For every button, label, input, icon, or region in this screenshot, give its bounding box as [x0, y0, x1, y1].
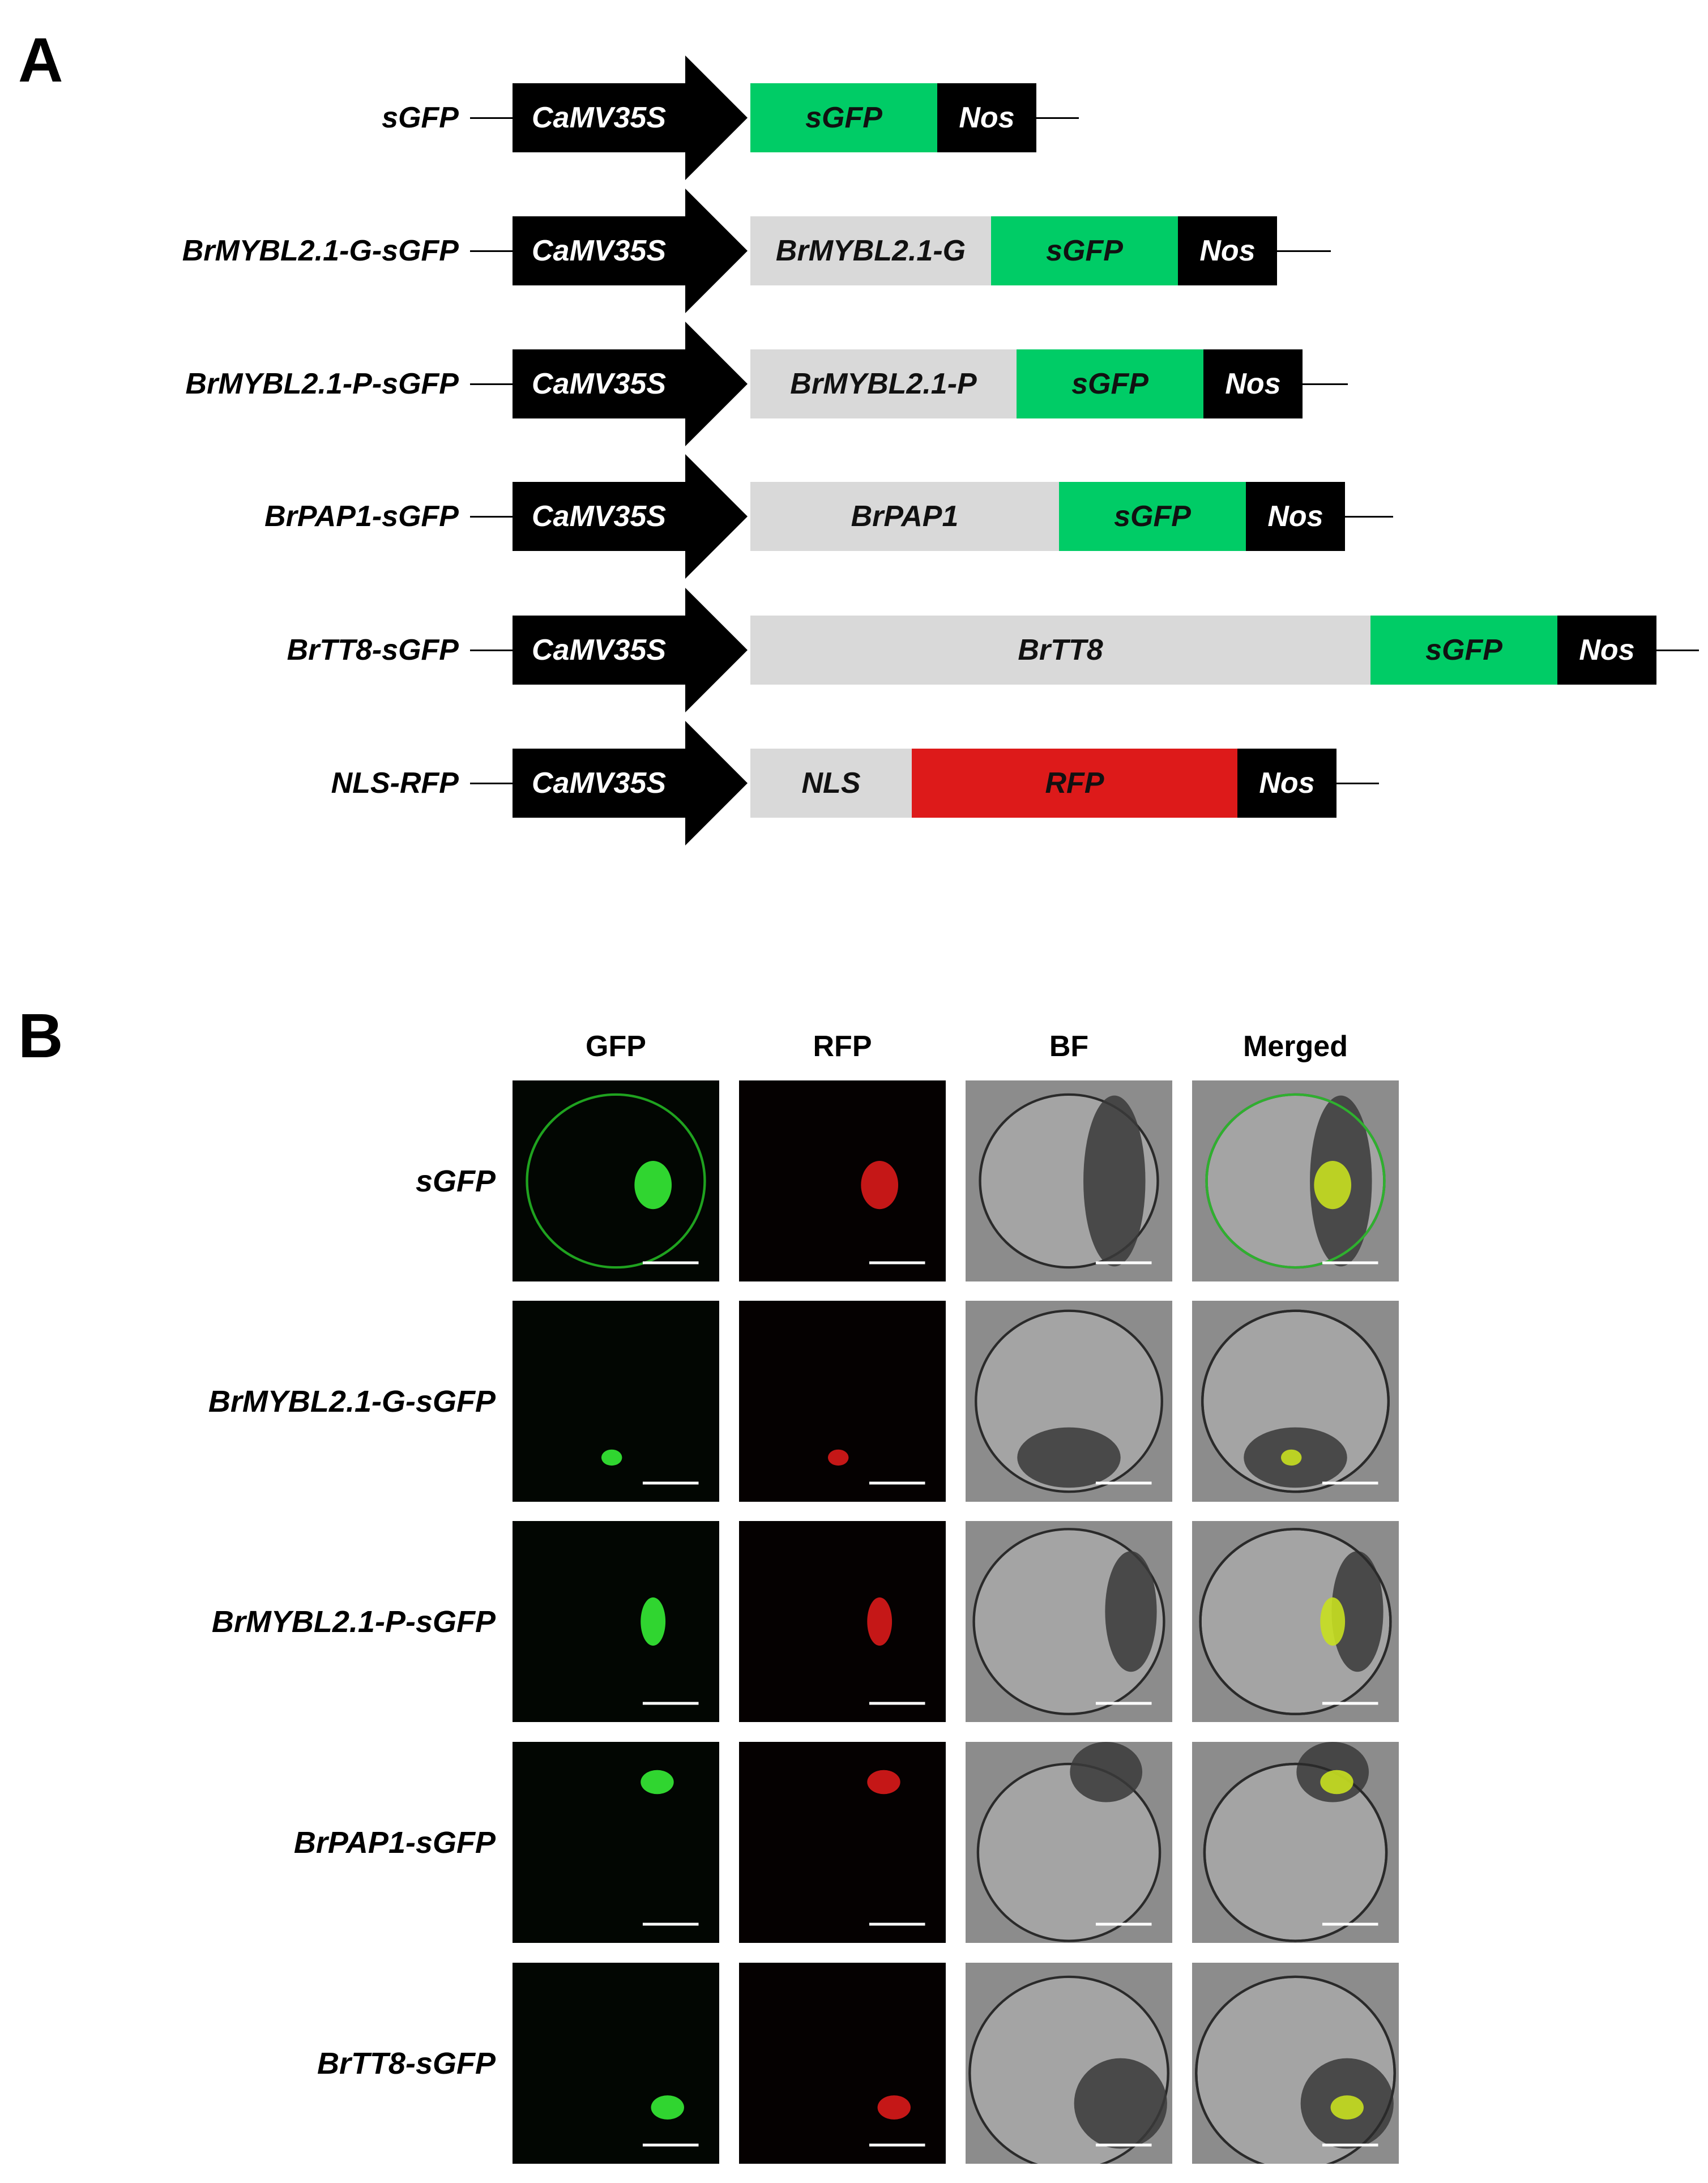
- gfp-micrograph-image: [513, 1301, 719, 1502]
- gene-box: BrTT8: [750, 616, 1370, 685]
- gfp-box: sGFP: [1059, 482, 1246, 551]
- merged-micrograph-image: [1192, 1080, 1399, 1281]
- gfp-box: sGFP: [1370, 616, 1557, 685]
- bf-micrograph-image: [966, 1963, 1172, 2164]
- rfp-micrograph-image: [739, 1521, 946, 1722]
- promoter-label: CaMV35S: [532, 101, 666, 134]
- terminator-box: Nos: [1246, 482, 1345, 551]
- promoter-label: CaMV35S: [532, 634, 666, 667]
- column-header: RFP: [813, 1030, 872, 1063]
- leader-line: [470, 117, 513, 119]
- gene-box: BrMYBL2.1-P: [750, 349, 1017, 418]
- tail-line: [1336, 783, 1379, 784]
- merged-micrograph: [1192, 1963, 1399, 2164]
- promoter-arrow: [513, 721, 748, 845]
- leader-line: [470, 516, 513, 518]
- bf-micrograph: [966, 1963, 1172, 2164]
- promoter-arrow: [513, 55, 748, 180]
- tail-line: [1656, 650, 1699, 651]
- terminator-box: Nos: [937, 83, 1036, 152]
- column-header: BF: [1049, 1030, 1089, 1063]
- bf-micrograph-image: [966, 1521, 1172, 1722]
- promoter-arrow: [513, 189, 748, 313]
- gene-box: BrMYBL2.1-G: [750, 216, 991, 285]
- bf-micrograph-image: [966, 1301, 1172, 1502]
- gfp-box: sGFP: [750, 83, 937, 152]
- gene-box: NLS: [750, 749, 912, 818]
- construct-name: BrMYBL2.1-G-sGFP: [182, 234, 459, 267]
- bf-micrograph-image: [966, 1742, 1172, 1943]
- bf-micrograph: [966, 1301, 1172, 1502]
- promoter-arrow: [513, 322, 748, 446]
- terminator-box: Nos: [1178, 216, 1277, 285]
- rfp-micrograph: [739, 1521, 946, 1722]
- gfp-micrograph: [513, 1301, 719, 1502]
- leader-line: [470, 650, 513, 651]
- gfp-micrograph: [513, 1521, 719, 1722]
- promoter-arrow: [513, 454, 748, 579]
- gfp-micrograph-image: [513, 1963, 719, 2164]
- rfp-micrograph-image: [739, 1963, 946, 2164]
- bf-micrograph-image: [966, 1080, 1172, 1281]
- bf-micrograph: [966, 1742, 1172, 1943]
- gfp-micrograph-image: [513, 1080, 719, 1281]
- row-label: sGFP: [415, 1164, 496, 1198]
- rfp-micrograph: [739, 1301, 946, 1502]
- gene-box: BrPAP1: [750, 482, 1059, 551]
- merged-micrograph-image: [1192, 1301, 1399, 1502]
- leader-line: [470, 383, 513, 385]
- leader-line: [470, 250, 513, 252]
- bf-micrograph: [966, 1521, 1172, 1722]
- rfp-box: RFP: [912, 749, 1237, 818]
- construct-name: sGFP: [382, 101, 459, 134]
- terminator-box: Nos: [1203, 349, 1303, 418]
- row-label: BrMYBL2.1-P-sGFP: [211, 1604, 496, 1639]
- gfp-micrograph: [513, 1080, 719, 1281]
- gfp-micrograph: [513, 1742, 719, 1943]
- row-label: BrMYBL2.1-G-sGFP: [208, 1384, 496, 1419]
- gfp-micrograph-image: [513, 1742, 719, 1943]
- promoter-arrow: [513, 588, 748, 712]
- tail-line: [1277, 250, 1331, 252]
- merged-micrograph: [1192, 1080, 1399, 1281]
- tail-line: [1303, 383, 1348, 385]
- tail-line: [1036, 117, 1079, 119]
- rfp-micrograph-image: [739, 1742, 946, 1943]
- promoter-label: CaMV35S: [532, 368, 666, 400]
- panel-b-letter: B: [18, 1001, 63, 1071]
- rfp-micrograph: [739, 1963, 946, 2164]
- rfp-micrograph-image: [739, 1080, 946, 1281]
- merged-micrograph-image: [1192, 1521, 1399, 1722]
- gfp-box: sGFP: [1017, 349, 1203, 418]
- gfp-micrograph: [513, 1963, 719, 2164]
- construct-name: BrTT8-sGFP: [287, 634, 459, 667]
- promoter-label: CaMV35S: [532, 767, 666, 800]
- row-label: BrPAP1-sGFP: [293, 1825, 496, 1860]
- merged-micrograph: [1192, 1301, 1399, 1502]
- rfp-micrograph-image: [739, 1301, 946, 1502]
- gfp-micrograph-image: [513, 1521, 719, 1722]
- merged-micrograph-image: [1192, 1963, 1399, 2164]
- construct-name: BrMYBL2.1-P-sGFP: [185, 368, 459, 400]
- merged-micrograph: [1192, 1521, 1399, 1722]
- gfp-box: sGFP: [991, 216, 1178, 285]
- construct-name: NLS-RFP: [331, 767, 459, 800]
- column-header: Merged: [1243, 1030, 1348, 1063]
- merged-micrograph-image: [1192, 1742, 1399, 1943]
- row-label: BrTT8-sGFP: [317, 2046, 496, 2081]
- bf-micrograph: [966, 1080, 1172, 1281]
- terminator-box: Nos: [1237, 749, 1336, 818]
- terminator-box: Nos: [1557, 616, 1656, 685]
- promoter-label: CaMV35S: [532, 234, 666, 267]
- construct-name: BrPAP1-sGFP: [264, 500, 459, 533]
- panel-a-letter: A: [18, 25, 63, 95]
- rfp-micrograph: [739, 1080, 946, 1281]
- column-header: GFP: [586, 1030, 646, 1063]
- tail-line: [1345, 516, 1393, 518]
- merged-micrograph: [1192, 1742, 1399, 1943]
- promoter-label: CaMV35S: [532, 500, 666, 533]
- rfp-micrograph: [739, 1742, 946, 1943]
- leader-line: [470, 783, 513, 784]
